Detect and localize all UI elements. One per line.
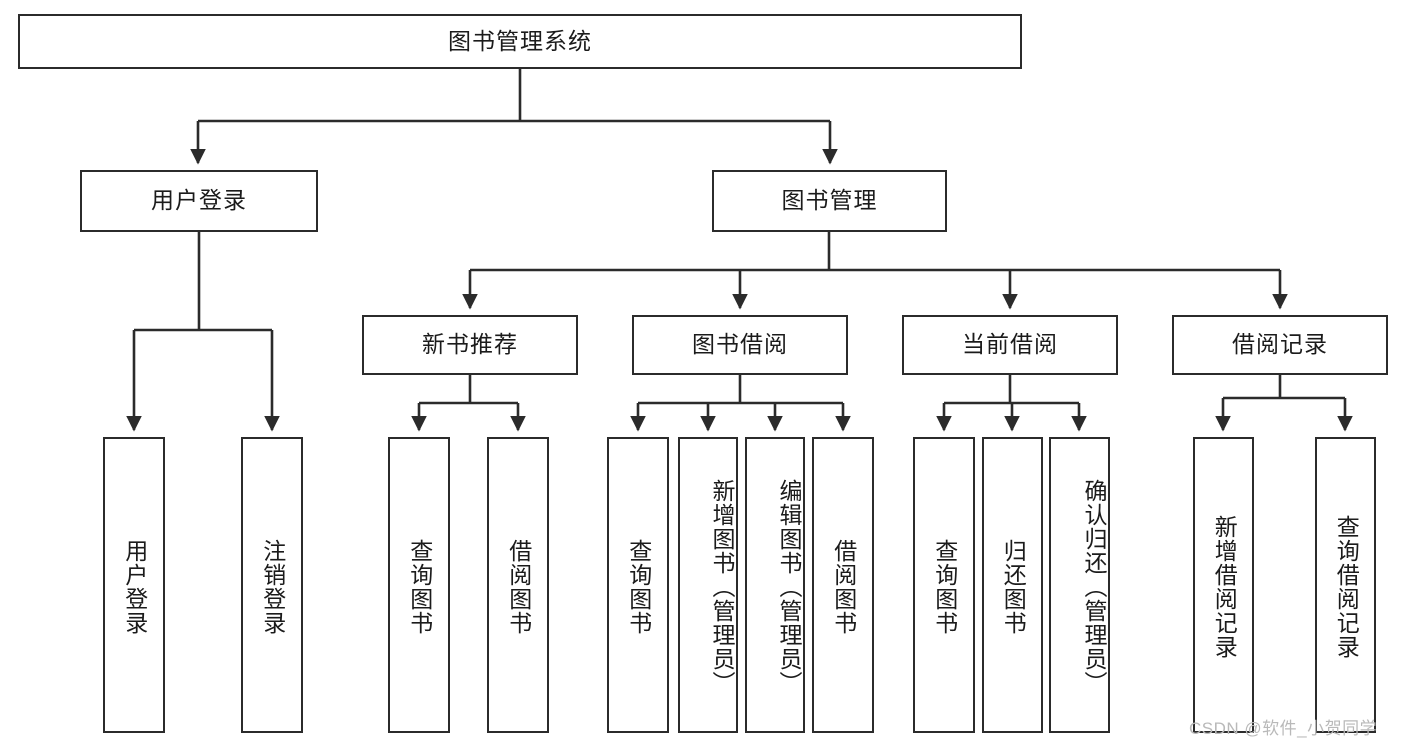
node-leaf-confirm-return-admin[interactable]: 确认归还（管理员） <box>1049 437 1110 733</box>
node-leaf-add-borrow-record[interactable]: 新增借阅记录 <box>1193 437 1254 733</box>
node-leaf-add-book-admin[interactable]: 新增图书（管理员） <box>678 437 738 733</box>
node-leaf-return-books[interactable]: 归还图书 <box>982 437 1043 733</box>
node-user-login[interactable]: 用户登录 <box>80 170 318 232</box>
node-leaf-query-books-borrow[interactable]: 查询图书 <box>607 437 669 733</box>
node-leaf-query-books-recommend[interactable]: 查询图书 <box>388 437 450 733</box>
node-leaf-query-borrow-record[interactable]: 查询借阅记录 <box>1315 437 1376 733</box>
node-leaf-borrow-books-recommend[interactable]: 借阅图书 <box>487 437 549 733</box>
node-book-management[interactable]: 图书管理 <box>712 170 947 232</box>
node-leaf-user-logout[interactable]: 注销登录 <box>241 437 303 733</box>
node-leaf-user-login[interactable]: 用户登录 <box>103 437 165 733</box>
node-borrow-records[interactable]: 借阅记录 <box>1172 315 1388 375</box>
node-leaf-query-books-current[interactable]: 查询图书 <box>913 437 975 733</box>
node-new-book-recommend[interactable]: 新书推荐 <box>362 315 578 375</box>
node-root[interactable]: 图书管理系统 <box>18 14 1022 69</box>
node-leaf-edit-book-admin[interactable]: 编辑图书（管理员） <box>745 437 805 733</box>
node-book-borrow[interactable]: 图书借阅 <box>632 315 848 375</box>
node-current-borrow[interactable]: 当前借阅 <box>902 315 1118 375</box>
node-leaf-borrow-books[interactable]: 借阅图书 <box>812 437 874 733</box>
csdn-watermark: CSDN @软件_小贺同学 <box>1189 719 1378 738</box>
